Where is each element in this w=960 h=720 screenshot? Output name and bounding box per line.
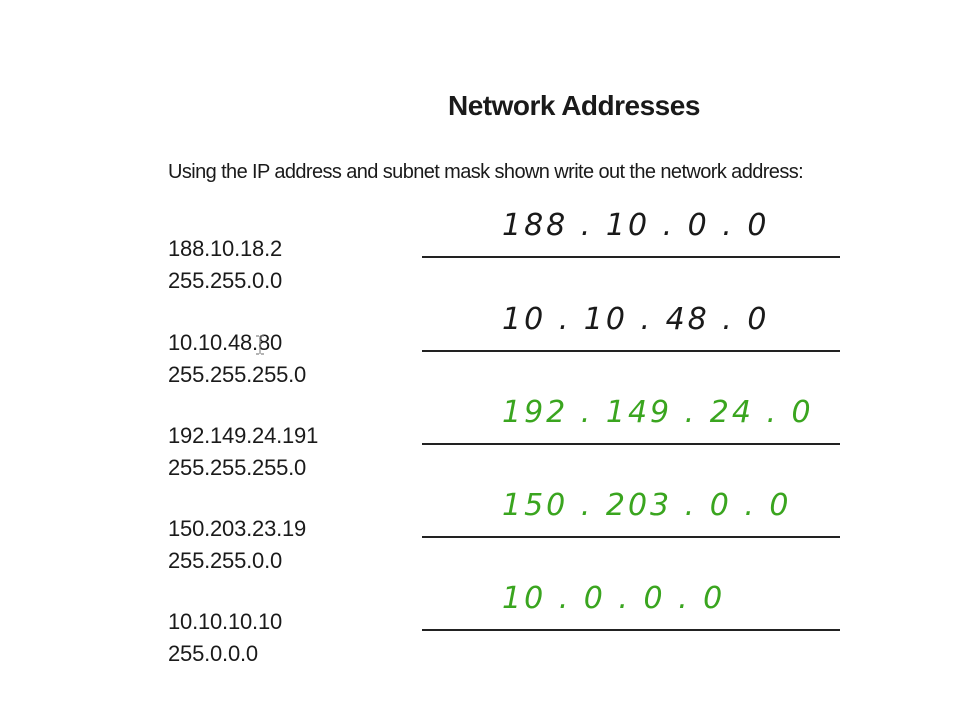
instructions-text: Using the IP address and subnet mask sho… xyxy=(168,161,804,183)
problem-row: 10.10.10.10 255.0.0.0 10 . 0 . 0 . 0 xyxy=(0,581,960,689)
text-cursor-icon xyxy=(256,335,264,355)
answer-line xyxy=(422,629,840,631)
ip-address: 188.10.18.2 xyxy=(168,236,283,261)
subnet-mask: 255.255.255.0 xyxy=(168,455,307,480)
subnet-mask: 255.0.0.0 xyxy=(168,641,258,666)
page-title: Network Addresses xyxy=(448,90,700,121)
ip-address: 192.149.24.191 xyxy=(168,423,319,448)
ip-address: 150.203.23.19 xyxy=(168,516,307,541)
problem-row: 10.10.48.80 255.255.255.0 10 . 10 . 48 .… xyxy=(0,302,960,410)
answer-line xyxy=(422,536,840,538)
answer-line xyxy=(422,443,840,445)
subnet-mask: 255.255.255.0 xyxy=(168,362,307,387)
problem-row: 150.203.23.19 255.255.0.0 150 . 203 . 0 … xyxy=(0,488,960,596)
handwritten-answer: 150 . 203 . 0 . 0 xyxy=(502,488,792,523)
subnet-mask: 255.255.0.0 xyxy=(168,548,283,573)
handwritten-answer: 10 . 0 . 0 . 0 xyxy=(502,581,726,616)
subnet-mask: 255.255.0.0 xyxy=(168,268,283,293)
problem-row: 192.149.24.191 255.255.255.0 192 . 149 .… xyxy=(0,395,960,503)
problem-row: 188.10.18.2 255.255.0.0 188 . 10 . 0 . 0 xyxy=(0,208,960,316)
handwritten-answer: 188 . 10 . 0 . 0 xyxy=(502,208,770,243)
answer-line xyxy=(422,256,840,258)
ip-address: 10.10.10.10 xyxy=(168,609,283,634)
answer-line xyxy=(422,350,840,352)
handwritten-answer: 192 . 149 . 24 . 0 xyxy=(502,395,814,430)
ip-address: 10.10.48.80 xyxy=(168,330,283,355)
handwritten-answer: 10 . 10 . 48 . 0 xyxy=(502,302,770,337)
